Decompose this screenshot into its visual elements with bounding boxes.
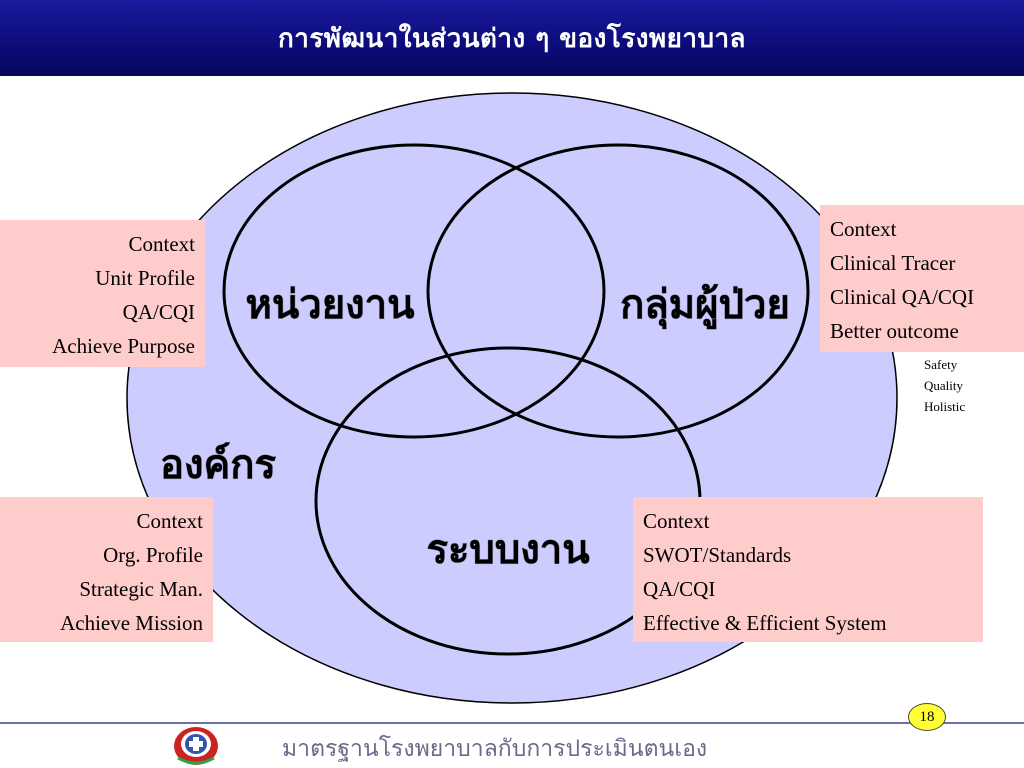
org-box-line: Strategic Man. [79, 577, 203, 601]
side-notes: Safety Quality Holistic [924, 354, 965, 417]
system-box-line: Context [643, 509, 710, 533]
org-info-box: Context Org. Profile Strategic Man. Achi… [0, 497, 213, 642]
system-box-line: QA/CQI [643, 577, 716, 601]
hospital-logo-icon [174, 727, 218, 765]
org-box-line: Achieve Mission [60, 611, 203, 635]
circle-patient-label: กลุ่มผู้ป่วย [620, 282, 790, 330]
side-note: Holistic [924, 399, 966, 414]
footer-text: มาตรฐานโรงพยาบาลกับการประเมินตนเอง [282, 736, 708, 762]
system-box-line: SWOT/Standards [643, 543, 792, 567]
unit-box-line: Achieve Purpose [52, 334, 195, 358]
unit-box-line: QA/CQI [122, 300, 195, 324]
circle-unit [222, 143, 606, 439]
side-note: Quality [924, 378, 963, 393]
system-box-line: Effective & Efficient System [643, 611, 887, 635]
footer-divider [0, 722, 1024, 724]
page-title: การพัฒนาในส่วนต่าง ๆ ของโรงพยาบาล [278, 23, 746, 54]
title-bar: การพัฒนาในส่วนต่าง ๆ ของโรงพยาบาล [0, 0, 1024, 76]
patient-info-box: Context Clinical Tracer Clinical QA/CQI … [820, 205, 1024, 352]
page-number-badge: 18 [908, 703, 946, 731]
circle-system-label: ระบบงาน [426, 527, 589, 573]
patient-box-line: Clinical QA/CQI [830, 285, 975, 309]
unit-box-line: Context [128, 232, 196, 256]
organization-label: องค์กร [160, 442, 277, 488]
page-number: 18 [919, 708, 935, 725]
patient-box-line: Clinical Tracer [830, 251, 956, 275]
unit-box-line: Unit Profile [95, 266, 195, 290]
circle-patient [426, 143, 810, 439]
unit-info-box: Context Unit Profile QA/CQI Achieve Purp… [0, 220, 205, 367]
org-box-line: Org. Profile [103, 543, 203, 567]
patient-box-line: Context [830, 217, 897, 241]
side-note: Safety [924, 357, 958, 372]
circle-unit-label: หน่วยงาน [246, 282, 415, 328]
system-info-box: Context SWOT/Standards QA/CQI Effective … [633, 497, 983, 642]
org-box-line: Context [136, 509, 204, 533]
patient-box-line: Better outcome [830, 319, 959, 343]
